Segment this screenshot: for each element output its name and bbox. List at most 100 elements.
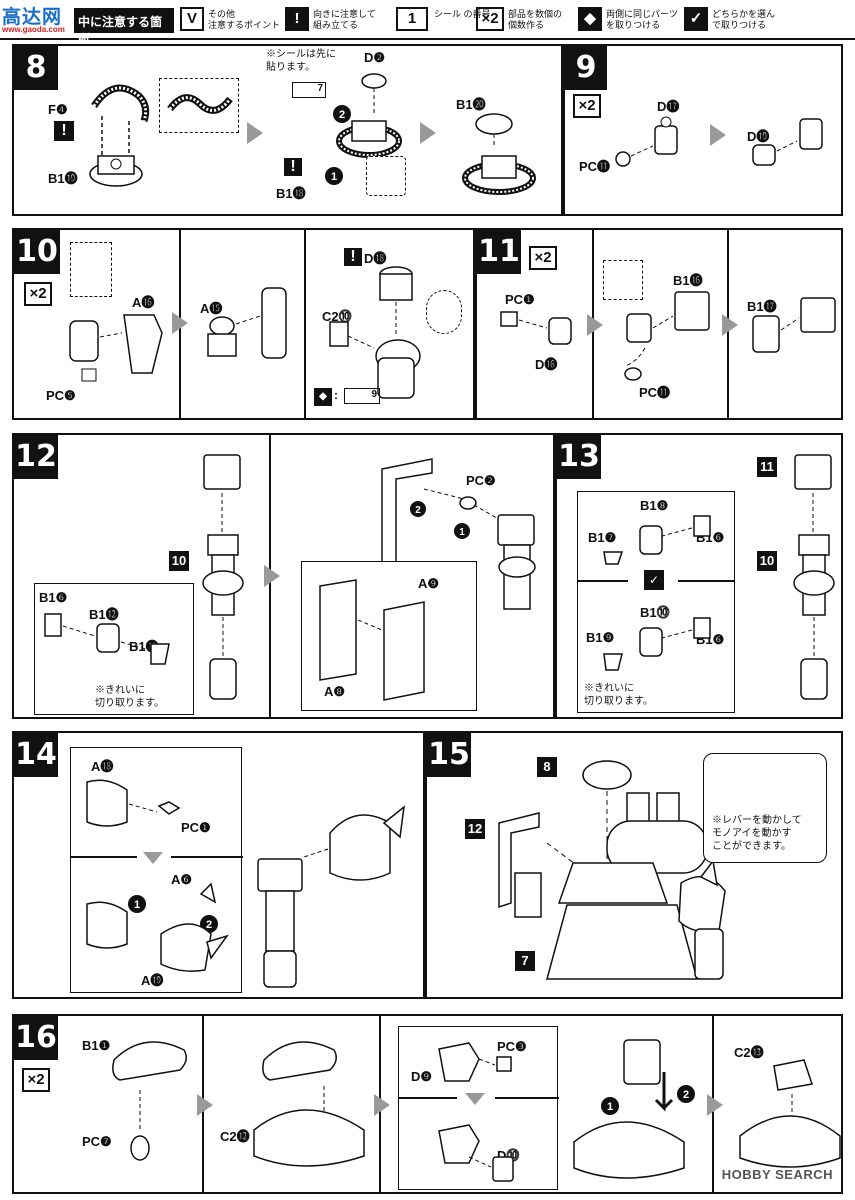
svg-text:2: 2 (683, 1089, 689, 1101)
part-label: B1⓲ (276, 186, 306, 201)
divider (578, 580, 628, 582)
next-arrow (264, 565, 280, 587)
foot-parts-drawing (44, 613, 170, 665)
spike-shoulder-drawing: 1 2 (86, 882, 229, 972)
foot-joint-drawing (624, 291, 710, 381)
shield-parts-drawing (319, 579, 425, 701)
down-arrow (465, 1093, 485, 1105)
svg-text:1: 1 (134, 899, 140, 911)
step-reference-box: 12 (465, 819, 485, 839)
exclamation-icon: ! (285, 7, 309, 31)
part-label: B1⓱ (747, 299, 777, 314)
cut-note: ※きれいに 切り取ります。 (95, 685, 164, 709)
joint-detail-box (603, 260, 643, 300)
part-label: D⓰ (535, 357, 558, 372)
foot-cover-drawing (752, 297, 836, 353)
exclamation-icon: ! (284, 158, 302, 176)
part-label: B1❶ (82, 1038, 111, 1053)
joint-detail-box (70, 242, 112, 297)
part-label: PC❶ (181, 820, 211, 835)
lever-note: ※レバーを動かして モノアイを動かす ことができます。 (712, 815, 802, 852)
seal-note: ※シールは先に 貼ります。 (266, 49, 336, 73)
step-11-panel: 11 ×2 PC❶ D⓰ B1⓰ PC⓫ B1⓱ (475, 228, 843, 420)
step-number: 13 (557, 435, 601, 479)
next-arrow (172, 312, 188, 334)
foot-parts-drawing (603, 515, 711, 565)
shoulder-joint-drawing (86, 779, 181, 827)
next-arrow (707, 1094, 723, 1116)
step-8-panel: 8 F❹ ! B1⓳ ※シールは先に 貼ります。 D❷ 7 2 1 ! B1⓲ … (12, 44, 563, 216)
knee-joint-drawing (69, 314, 163, 382)
step-number: 16 (14, 1016, 58, 1060)
part-label: PC❸ (497, 1039, 527, 1054)
site-logo-url: www.gaoda.com (2, 25, 65, 34)
seal-number-box: 9 (344, 388, 380, 404)
part-label: B1⓾ (640, 605, 670, 620)
part-label: D⓲ (364, 251, 387, 266)
step-number: 9 (565, 46, 607, 90)
step-12-panel: 12 10 B1❻ B1⓬ B1⓫ ※きれいに 切り取ります。 2 1 (12, 433, 555, 719)
both-sides-icon: ◆ (314, 388, 332, 406)
next-arrow (587, 314, 603, 336)
source-watermark: HOBBY SEARCH (721, 1167, 833, 1182)
svg-text:1: 1 (459, 527, 465, 538)
seal-number-icon: 1 (396, 7, 428, 31)
part-label: PC⓫ (579, 159, 611, 174)
next-arrow (710, 124, 726, 146)
monoeye-assembly-drawing: 2 1 (325, 73, 402, 185)
svg-text:1: 1 (607, 1101, 613, 1113)
part-label: B1❻ (39, 590, 68, 605)
step-14-panel: 14 A⓲ PC❶ A❻ 1 2 A⓳ (12, 731, 425, 999)
step-9-panel: 9 ×2 D⓱ PC⓫ D⓳ (563, 44, 843, 216)
choose-one-icon: ✓ (684, 7, 708, 31)
step-reference-box: 11 (757, 457, 777, 477)
part-label: B1❼ (588, 530, 617, 545)
ankle-assembled-drawing (438, 1124, 514, 1182)
legend-item-text: 両側に同じパーツ を取りつける (606, 9, 678, 30)
divider (171, 856, 243, 858)
part-label: D⓱ (657, 99, 680, 114)
legend-item-text: 部品を数個の 個数作る (508, 9, 563, 30)
instruction-legend-bar: 高达网 www.gaoda.com 中に注意する箇所 V その他 注意するポイン… (0, 0, 855, 46)
next-arrow (374, 1094, 390, 1116)
legend-item-text: シール の番号 (434, 9, 491, 19)
part-label: PC⓫ (639, 385, 671, 400)
times-two-icon: ×2 (573, 94, 601, 118)
svg-text:1: 1 (331, 171, 337, 183)
next-arrow (197, 1094, 213, 1116)
lever-detail-box: ※レバーを動かして モノアイを動かす ことができます。 (703, 753, 827, 863)
hose-detail-box (159, 78, 239, 133)
step-reference-box: 7 (515, 951, 535, 971)
cut-note: ※きれいに 切り取ります。 (584, 683, 653, 707)
step-reference-box: 10 (169, 551, 189, 571)
site-logo: 高达网 www.gaoda.com (2, 2, 72, 36)
joint-cap-drawing (752, 118, 823, 166)
next-arrow (247, 122, 263, 144)
foot-parts-drawing (603, 617, 711, 671)
part-label: B1⓰ (673, 273, 703, 288)
down-arrow (143, 852, 163, 864)
step-number: 10 (14, 230, 60, 274)
part-label: F❹ (48, 102, 68, 117)
step-reference-box: 8 (537, 757, 557, 777)
part-label: PC❷ (466, 473, 496, 488)
site-logo-text: 高达网 (2, 7, 63, 28)
torso-assembly-drawing (498, 760, 726, 980)
ankle-detail-box: PC❸ D❾ D⓾ (398, 1026, 559, 1190)
divider (678, 580, 734, 582)
part-label: C2⓭ (734, 1045, 764, 1060)
step-16-panel: 16 ×2 B1❶ PC❼ C2⓬ PC❸ D❾ D⓾ 1 (12, 1014, 843, 1194)
part-label: D❷ (364, 50, 386, 65)
next-arrow (722, 314, 738, 336)
part-label: B1⓬ (89, 607, 119, 622)
part-label: B1⓳ (48, 171, 78, 186)
step-10-panel: 10 ×2 A⓰ PC❺ A⓯ ! D⓲ C2⓾ ◆ : 9 (12, 228, 475, 420)
step-15-panel: 15 8 12 7 ※レバーを動かして モノアイを動かす ことができます。 (425, 731, 843, 999)
step-number: 12 (14, 435, 58, 479)
colon-label: : (334, 388, 338, 402)
part-label: A❻ (171, 872, 193, 887)
part-label: B1⓴ (456, 97, 486, 112)
arm-assembly-drawing (257, 805, 405, 988)
step-number: 15 (427, 733, 471, 777)
next-arrow (420, 122, 436, 144)
